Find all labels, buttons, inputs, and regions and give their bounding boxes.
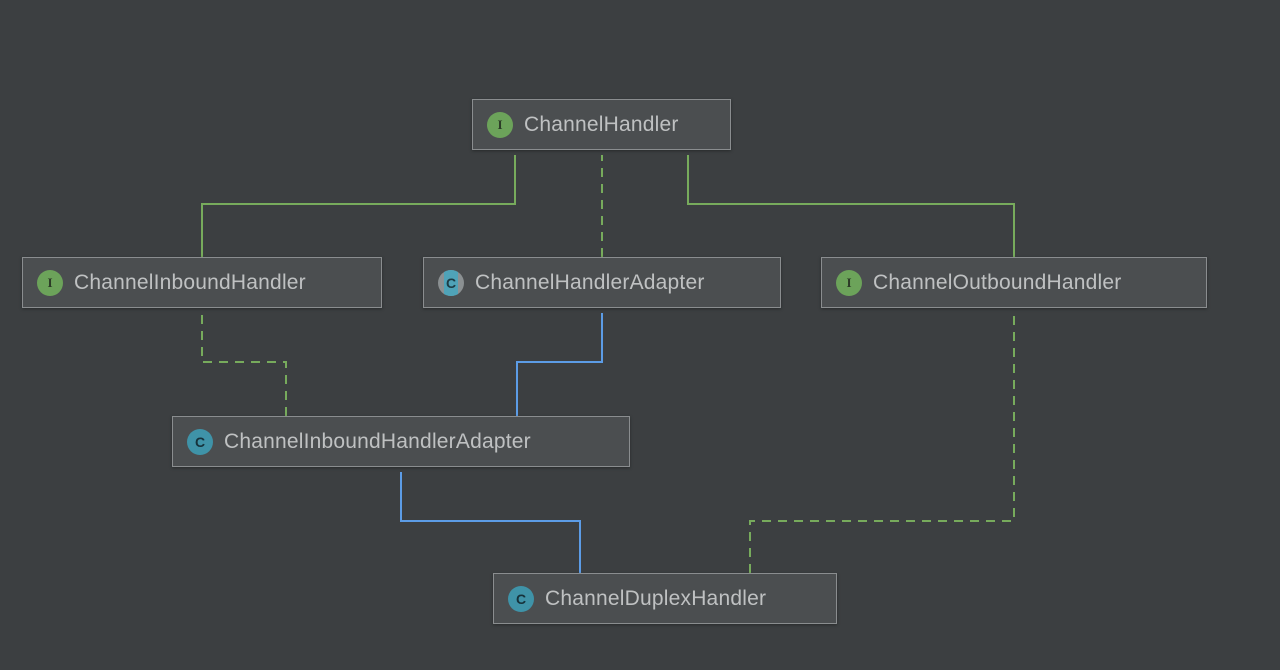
abstract-band (444, 269, 458, 296)
node-channel-outbound-handler[interactable]: I ChannelOutboundHandler (821, 257, 1207, 308)
class-icon: C (187, 428, 213, 455)
node-channel-inbound-handler-adapter[interactable]: C ChannelInboundHandlerAdapter (172, 416, 630, 467)
node-channel-handler-adapter[interactable]: C ChannelHandlerAdapter (423, 257, 781, 308)
edge-inbound-extends-handler (201, 155, 516, 257)
node-label: ChannelDuplexHandler (545, 587, 767, 610)
node-channel-duplex-handler[interactable]: C ChannelDuplexHandler (493, 573, 837, 624)
edge-duplex-extends-inbound-adapter (400, 472, 581, 573)
edge-inbound-adapter-implements-inbound (201, 313, 287, 416)
node-label: ChannelHandler (524, 113, 679, 136)
node-label: ChannelOutboundHandler (873, 271, 1122, 294)
interface-icon: I (487, 111, 513, 138)
edge-outbound-extends-handler (687, 155, 1015, 257)
node-label: ChannelHandlerAdapter (475, 271, 705, 294)
interface-icon: I (836, 269, 862, 296)
class-icon: C (508, 585, 534, 612)
edge-duplex-implements-outbound (749, 313, 1015, 573)
abstract-class-icon: C (438, 269, 464, 296)
edge-inbound-adapter-extends-adapter (516, 313, 603, 416)
node-channel-handler[interactable]: I ChannelHandler (472, 99, 731, 150)
abstract-class-glyph: C (445, 274, 457, 291)
interface-icon: I (37, 269, 63, 296)
node-channel-inbound-handler[interactable]: I ChannelInboundHandler (22, 257, 382, 308)
node-label: ChannelInboundHandler (74, 271, 306, 294)
node-label: ChannelInboundHandlerAdapter (224, 430, 531, 453)
